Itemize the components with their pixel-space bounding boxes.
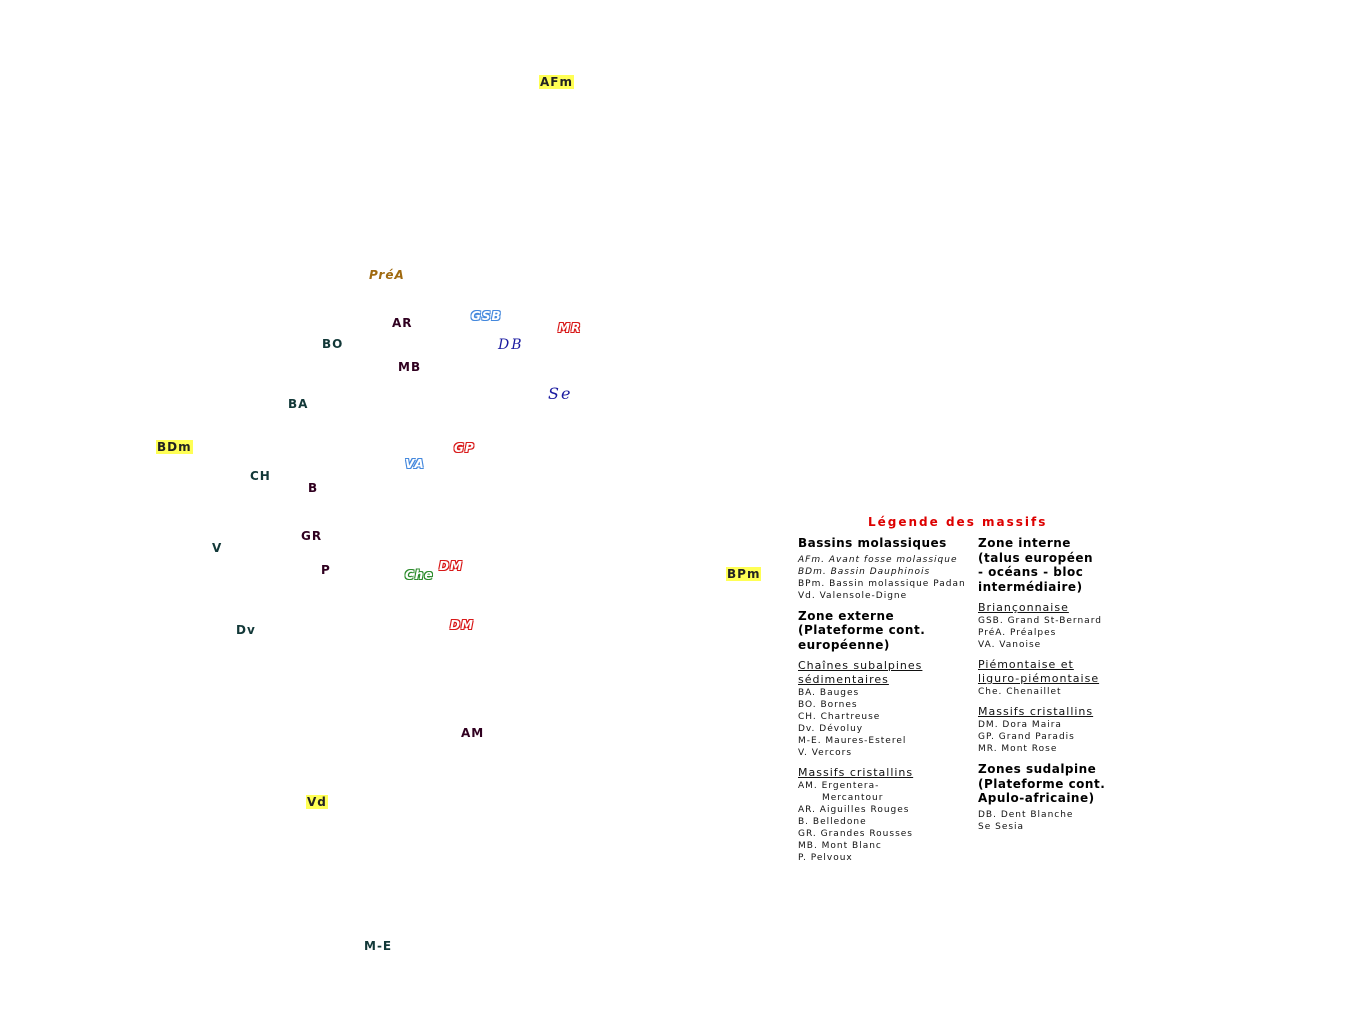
legend-item: Mercantour xyxy=(822,793,884,803)
crystalline-heading-1: Massifs cristallins xyxy=(798,766,914,779)
label-vd: Vd xyxy=(306,795,328,809)
legend-item: Vd. Valensole-Digne xyxy=(798,590,908,601)
label-mb: MB xyxy=(398,360,422,374)
legend-item: DM. Dora Maira xyxy=(978,720,1062,730)
legend-item: BO. Bornes xyxy=(798,700,858,710)
internal-zone-heading: Zone interne(talus européen- océans - bl… xyxy=(978,536,1094,594)
label-se: Se xyxy=(548,384,573,403)
legend-item: GR. Grandes Rousses xyxy=(798,829,913,839)
label-dv: Dv xyxy=(236,623,256,637)
legend-item: AM. Ergentera- xyxy=(798,781,880,791)
label-b: B xyxy=(308,481,319,495)
legend-item: M-E. Maures-Esterel xyxy=(798,736,907,746)
label-prea: PréA xyxy=(369,268,405,282)
legend-title: Légende des massifs xyxy=(868,515,1048,529)
legend-item: Se Sesia xyxy=(978,821,1025,832)
label-ba: BA xyxy=(288,397,309,411)
legend-item: GSB. Grand St-Bernard xyxy=(978,616,1102,626)
legend-item: MR. Mont Rose xyxy=(978,744,1058,754)
legend-column-2: Zone interne(talus européen- océans - bl… xyxy=(978,536,1153,840)
legend-item: DB. Dent Blanche xyxy=(978,809,1074,820)
crystalline-heading-2: Massifs cristallins xyxy=(978,705,1094,718)
legend-item: B. Belledone xyxy=(798,817,867,827)
label-gsb: GSB xyxy=(471,309,502,323)
label-bdm: BDm xyxy=(156,440,193,454)
legend-item: CH. Chartreuse xyxy=(798,712,881,722)
label-p: P xyxy=(321,563,331,577)
label-afm: AFm xyxy=(539,75,574,89)
legend-column-1: Bassins molassiques AFm. Avant fosse mol… xyxy=(798,536,973,871)
label-va: VA xyxy=(405,457,425,471)
external-zone-heading: Zone externe(Plateforme cont.européenne) xyxy=(798,608,926,652)
label-gp: GP xyxy=(454,441,475,455)
legend-item: PréA. Préalpes xyxy=(978,628,1057,638)
legend-item: BDm. Bassin Dauphinois xyxy=(798,566,931,577)
label-ar: AR xyxy=(392,316,413,330)
basins-heading: Bassins molassiques xyxy=(798,536,947,550)
legend-item: VA. Vanoise xyxy=(978,640,1042,650)
legend-item: Che. Chenaillet xyxy=(978,687,1062,697)
legend-item: BPm. Bassin molassique Padan xyxy=(798,578,966,589)
legend-item: AFm. Avant fosse molassique xyxy=(798,554,958,565)
legend-item: AR. Aiguilles Rouges xyxy=(798,805,910,815)
label-dm-1: DM xyxy=(439,559,463,573)
label-v: V xyxy=(212,541,223,555)
legend-item: V. Vercors xyxy=(798,748,853,758)
brianconnaise-heading: Briançonnaise xyxy=(978,601,1069,614)
legend-item: MB. Mont Blanc xyxy=(798,841,882,851)
label-db: DB xyxy=(498,337,524,353)
label-me: M-E xyxy=(364,939,393,953)
label-dm-2: DM xyxy=(450,618,474,632)
legend-item: BA. Bauges xyxy=(798,688,860,698)
label-bpm: BPm xyxy=(726,567,762,581)
label-mr: MR xyxy=(558,321,582,335)
label-bo: BO xyxy=(322,337,344,351)
sudalpine-heading: Zones sudalpine(Plateforme cont.Apulo-af… xyxy=(978,762,1106,805)
legend-item: GP. Grand Paradis xyxy=(978,732,1075,742)
label-am: AM xyxy=(461,726,485,740)
label-ch: CH xyxy=(250,469,271,483)
label-gr: GR xyxy=(301,529,323,543)
label-che: Che xyxy=(405,568,434,582)
legend-item: Dv. Dévoluy xyxy=(798,724,864,734)
legend-item: P. Pelvoux xyxy=(798,853,853,863)
